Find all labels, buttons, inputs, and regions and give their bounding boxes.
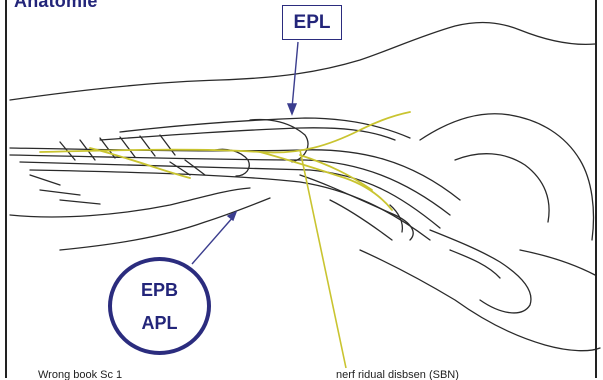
epb-label: EPB bbox=[112, 280, 207, 301]
apl-label: APL bbox=[112, 313, 207, 334]
epl-label: EPL bbox=[294, 12, 331, 34]
epl-label-box: EPL bbox=[282, 5, 342, 40]
footer-left-text: Wrong book Sc 1 bbox=[38, 369, 122, 380]
slide-title: Anatomie bbox=[14, 0, 98, 12]
epb-apl-circle: EPB APL bbox=[108, 257, 211, 355]
footer-right-text: nerf ridual disbsen (SBN) bbox=[336, 369, 459, 380]
slide-frame bbox=[5, 0, 597, 378]
